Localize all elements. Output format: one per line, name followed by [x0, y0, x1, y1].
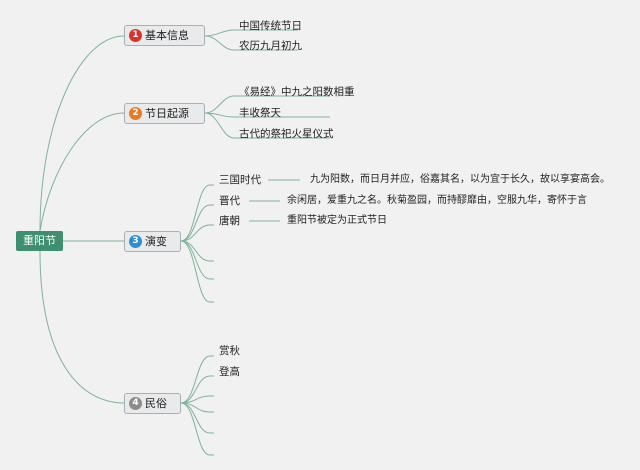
- detail-node[interactable]: 九为阳数，而日月并应，俗嘉其名，以为宜于长久，故以享宴高会。: [310, 174, 610, 185]
- branch-leaf-connector: [204, 35, 298, 51]
- branch-leaf-connector: [180, 224, 214, 242]
- leaf-node[interactable]: 赏秋: [219, 345, 240, 357]
- root-branch-connector: [39, 250, 125, 404]
- branch-label: 演变: [145, 235, 167, 248]
- branch-leaf-connector: [204, 112, 330, 139]
- leaf-node[interactable]: 晋代: [219, 195, 240, 207]
- branch-leaf-connector: [180, 402, 214, 456]
- branch-label: 基本信息: [145, 29, 189, 42]
- branch-leaf-connector: [180, 240, 214, 303]
- leaf-node[interactable]: 三国时代: [219, 174, 261, 186]
- branch-leaf-connector: [180, 240, 214, 280]
- root-branch-connector: [39, 112, 125, 232]
- number-badge: 2: [129, 107, 142, 120]
- branch-leaf-connector: [180, 375, 214, 404]
- branch-leaf-connector: [180, 395, 214, 404]
- root-node[interactable]: 重阳节: [16, 231, 63, 251]
- leaf-node[interactable]: 中国传统节日: [239, 20, 302, 32]
- number-badge: 4: [129, 397, 142, 410]
- leaf-node[interactable]: 丰收祭天: [239, 107, 281, 119]
- detail-node[interactable]: 余闲居，爱重九之名。秋菊盈园，而持醪靡由，空服九华，寄怀于言: [287, 195, 587, 206]
- number-badge: 1: [129, 29, 142, 42]
- branch-leaf-connector: [204, 95, 330, 114]
- branch-leaf-connector: [180, 184, 214, 242]
- branch-leaf-connector: [180, 402, 214, 413]
- root-branch-connector: [39, 35, 125, 232]
- leaf-node[interactable]: 农历九月初九: [239, 40, 302, 52]
- branch-leaf-connector: [180, 204, 214, 242]
- branch-leaf-connector: [180, 355, 214, 404]
- branch-node-origin[interactable]: 2 节日起源: [124, 103, 205, 124]
- number-badge: 3: [129, 235, 142, 248]
- branch-leaf-connector: [180, 402, 214, 434]
- branch-label: 节日起源: [145, 107, 189, 120]
- leaf-node[interactable]: 唐朝: [219, 215, 240, 227]
- leaf-node[interactable]: 古代的祭祀火星仪式: [239, 128, 334, 140]
- leaf-node[interactable]: 登高: [219, 366, 240, 378]
- branch-node-basic-info[interactable]: 1 基本信息: [124, 25, 205, 46]
- branch-label: 民俗: [145, 397, 167, 410]
- branch-leaf-connector: [204, 29, 298, 37]
- leaf-node[interactable]: 《易经》中九之阳数相重: [239, 86, 355, 98]
- branch-node-evolution[interactable]: 3 演变: [124, 231, 181, 252]
- detail-node[interactable]: 重阳节被定为正式节日: [287, 215, 387, 226]
- branch-node-customs[interactable]: 4 民俗: [124, 393, 181, 414]
- branch-leaf-connector: [204, 112, 330, 118]
